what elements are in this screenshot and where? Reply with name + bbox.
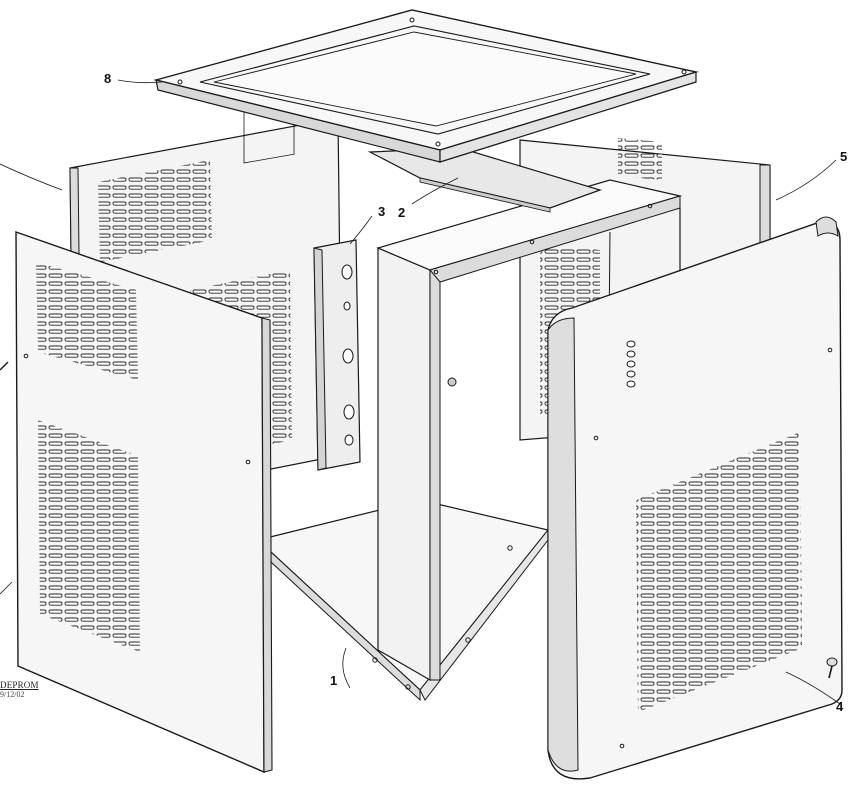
callout-5: 5: [840, 149, 848, 164]
leader-4: [785, 671, 841, 705]
callout-8: 8: [104, 71, 112, 86]
right-rear-vents-top: [618, 138, 662, 180]
callout-2: 2: [398, 205, 406, 220]
leader-lines: [0, 79, 841, 705]
leader-3: [349, 215, 373, 245]
mounting-bracket: [313, 239, 361, 471]
leader-left-bottom: [0, 581, 13, 595]
screw-left: [0, 361, 9, 371]
leader-left-top: [0, 163, 63, 191]
right-panel-vents: [636, 432, 802, 712]
manufacturer-stamp: DEPROM 9/12/02: [0, 680, 39, 700]
right-side-panel: [547, 216, 843, 780]
stamp-code: 9/12/02: [0, 689, 25, 699]
leader-1: [342, 647, 351, 689]
callout-3: 3: [378, 204, 386, 219]
left-panel-vents-top: [36, 262, 138, 380]
front-frame: [376, 179, 683, 682]
right-panel-indicator-holes: [626, 340, 636, 388]
leader-5: [775, 159, 837, 201]
leader-2: [411, 177, 459, 205]
top-lid: [153, 9, 699, 163]
leader-8: [117, 79, 163, 84]
callout-4: 4: [836, 699, 844, 714]
stamp-name: DEPROM: [0, 680, 39, 690]
callout-1: 1: [330, 673, 338, 688]
screw: [826, 657, 838, 679]
left-side-panel: [15, 231, 273, 774]
left-panel-vents-bottom: [38, 420, 140, 652]
